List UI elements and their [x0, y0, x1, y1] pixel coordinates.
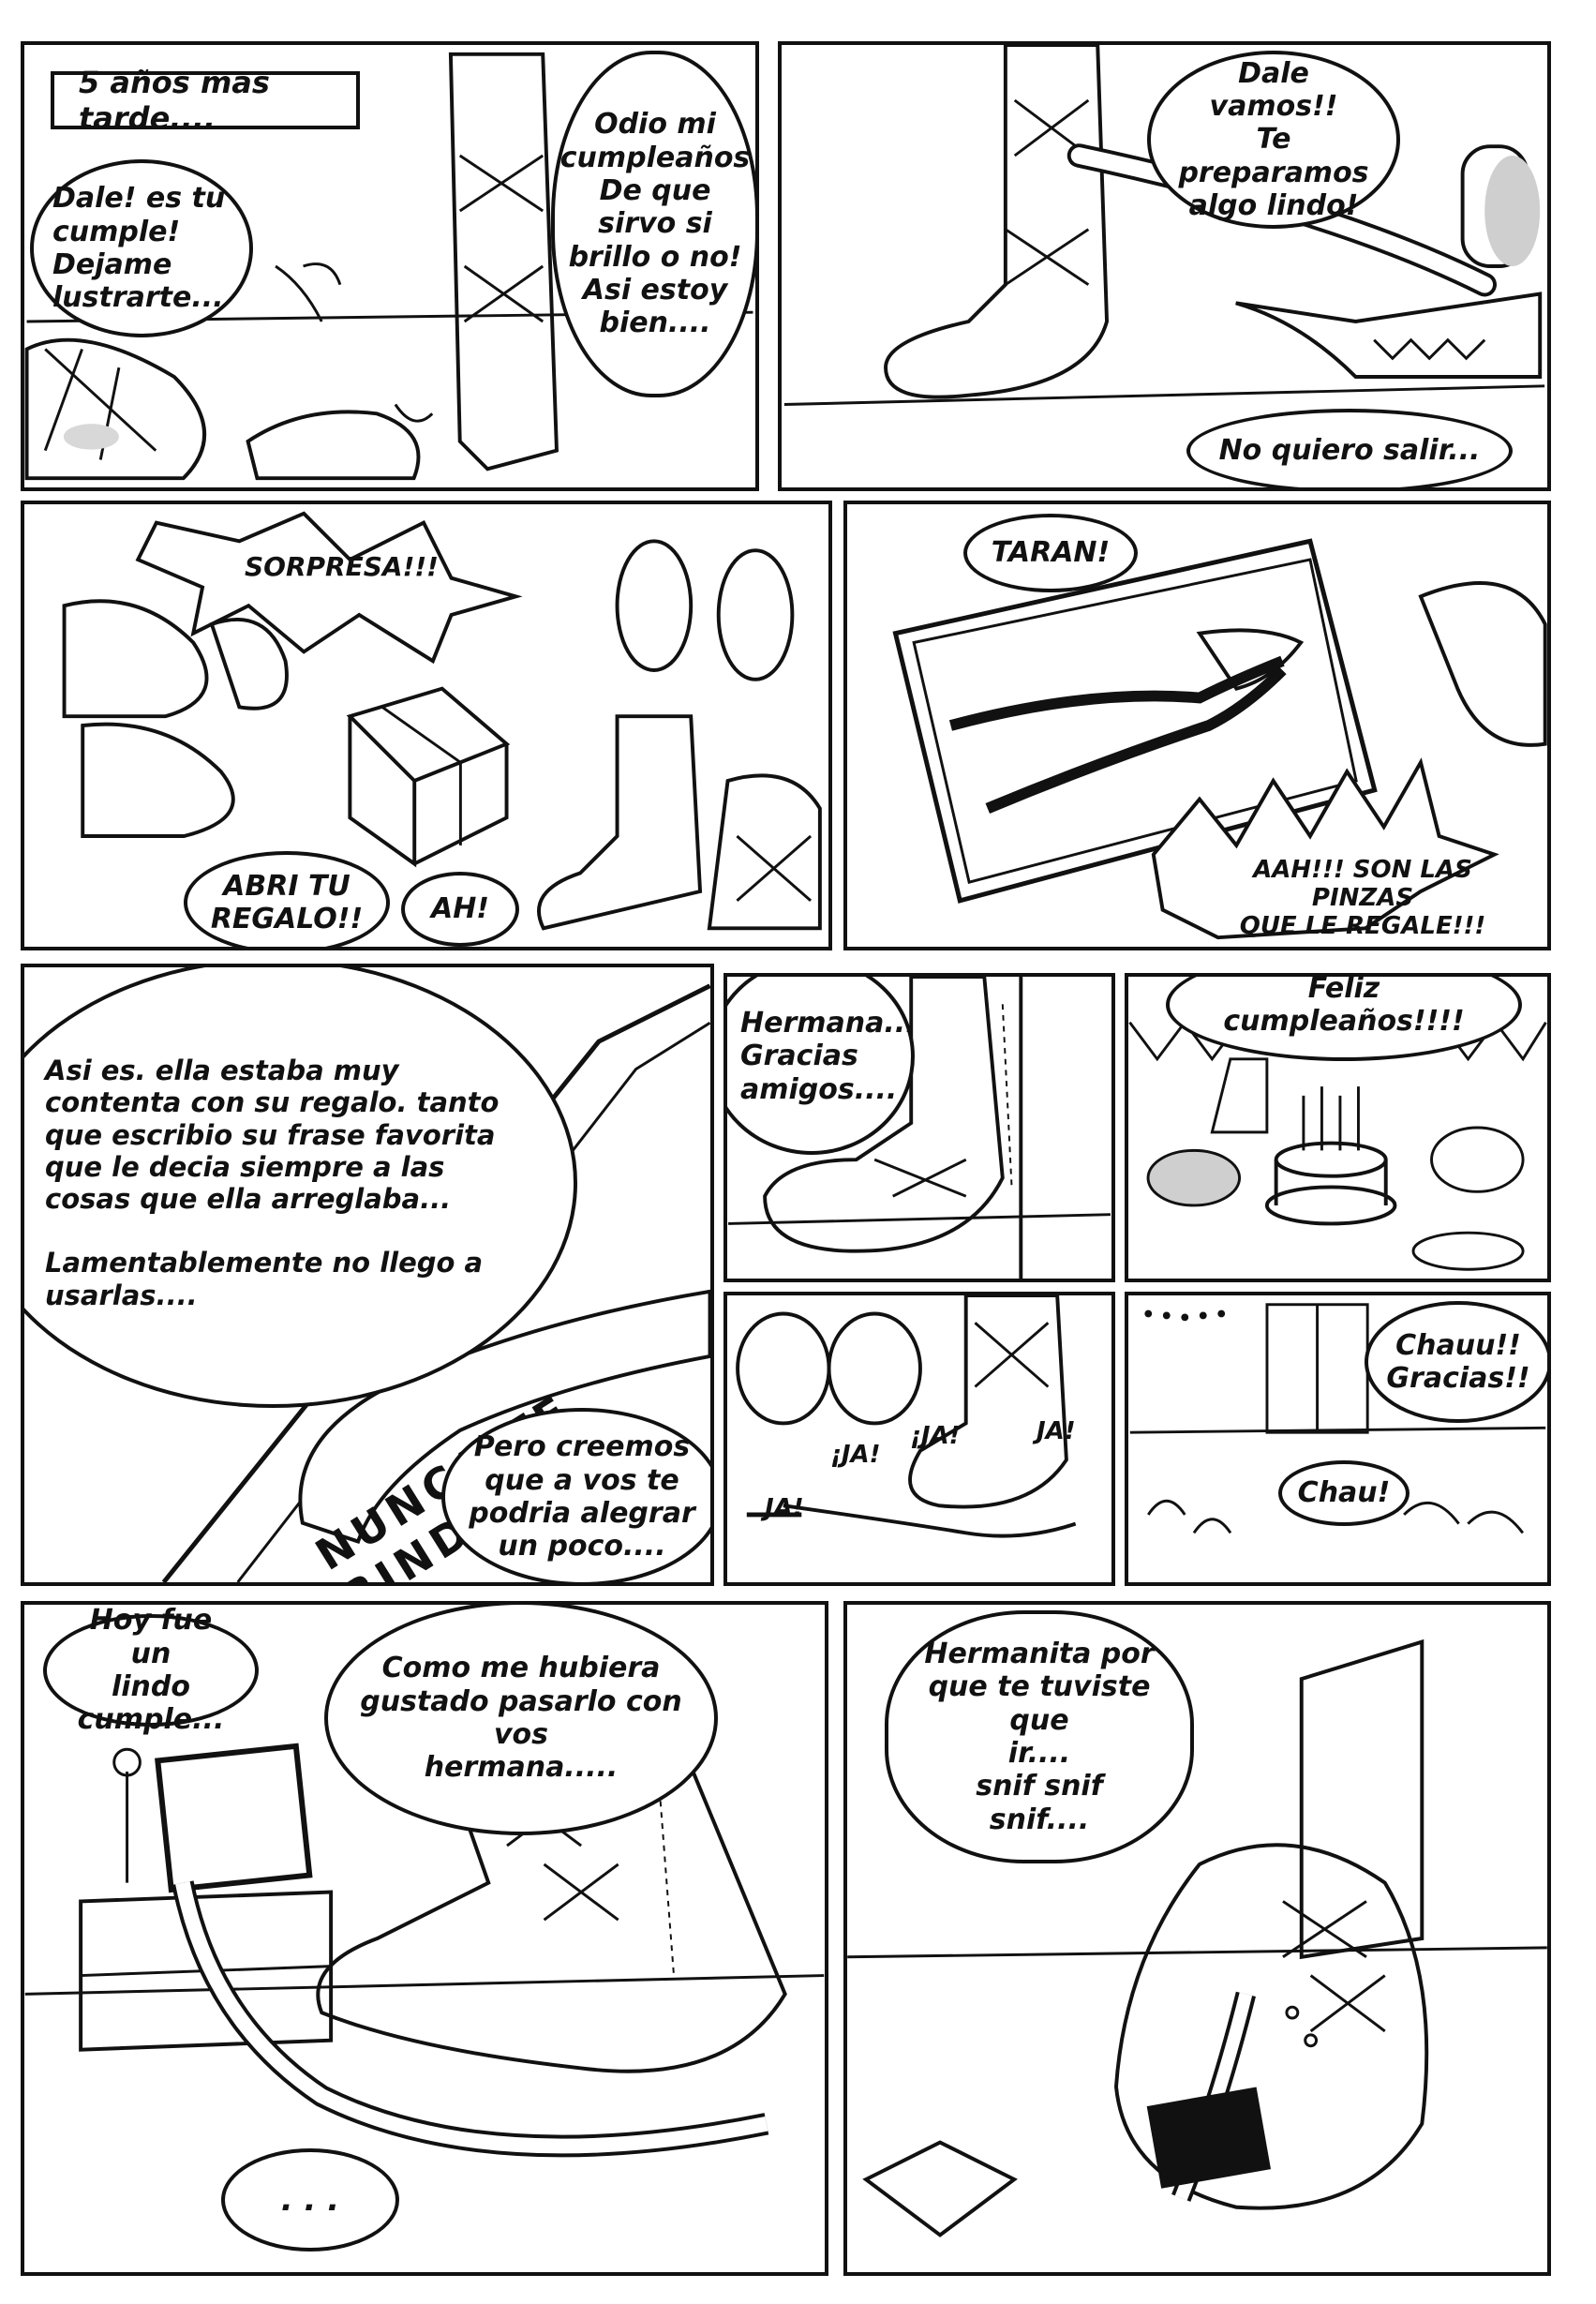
speech-bubble-ah: AH!: [401, 872, 519, 947]
panel-4-illustration: [892, 538, 1547, 940]
comic-panel-5: Asi es. ella estaba muy contenta con su …: [21, 964, 714, 1586]
speech-bubble-friend: Dale vamos!! Te preparamos algo lindo!: [1147, 51, 1400, 229]
speech-bubble-brush-shoe: Dale! es tu cumple! Dejame lustrarte...: [30, 159, 253, 337]
comic-panel-10: Hoy fue un lindo cumple... Como me hubie…: [21, 1601, 828, 2276]
laugh-sfx-4: JA!: [1037, 1417, 1076, 1445]
bubble-text: Feliz cumpleaños!!!!: [1223, 973, 1465, 1038]
narration-bubble: Asi es. ella estaba muy contenta con su …: [24, 967, 577, 1408]
panel-11-illustration: [847, 1638, 1547, 2237]
speech-bubble-hope: Pero creemos que a vos te podria alegrar…: [441, 1408, 710, 1582]
comic-panel-4: TARAN! AAH!!! SON LAS PINZAS QUE LE REGA…: [843, 501, 1551, 950]
caption-text: 5 años mas tarde....: [79, 65, 270, 136]
panel-8-illustration: [736, 1295, 1077, 1538]
bubble-text: AH!: [430, 892, 489, 926]
bubble-text: ABRI TU REGALO!!: [210, 869, 364, 935]
bubble-text: . . .: [280, 2180, 340, 2219]
comic-panel-3: SORPRESA!!! ABRI TU REGALO!! AH!: [21, 501, 832, 950]
laugh-sfx-1: ¡JA!: [830, 1441, 881, 1469]
speech-bubble-nice-birthday: Hoy fue un lindo cumple...: [43, 1605, 259, 1736]
narration-caption: 5 años mas tarde....: [51, 65, 360, 136]
bubble-text: Dale! es tu cumple! Dejame lustrarte...: [52, 182, 226, 315]
speech-bubble-open-gift: ABRI TU REGALO!!: [184, 851, 390, 947]
panel-9-illustration: [1129, 1303, 1546, 1534]
speech-bubble-thanks: Hermana... Gracias amigos....: [727, 977, 917, 1155]
panel-3-illustration: [62, 511, 822, 931]
speech-bubble-goodbye: Chauu!! Gracias!!: [1365, 1301, 1547, 1423]
comic-panel-2: Dale vamos!! Te preparamos algo lindo! N…: [778, 41, 1551, 491]
comic-panel-1: 5 años mas tarde.... Dale! es tu cumple!…: [21, 41, 759, 491]
comic-panel-6: Hermana... Gracias amigos....: [723, 973, 1115, 1282]
bubble-text: TARAN!: [991, 536, 1111, 570]
bubble-text: No quiero salir...: [1218, 434, 1481, 468]
bubble-text: Hoy fue un lindo cumple...: [77, 1604, 225, 1737]
speech-bubble-silence: . . .: [221, 2148, 399, 2252]
bubble-text: Pero creemos que a vos te podria alegrar…: [469, 1430, 695, 1563]
laugh-sfx-2: ¡JA!: [910, 1422, 961, 1450]
speech-bubble-boot: No quiero salir...: [1186, 409, 1513, 487]
bubble-text: Chau!: [1297, 1476, 1391, 1510]
speech-bubble-taran: TARAN!: [963, 514, 1138, 592]
bubble-text: Dale vamos!! Te preparamos algo lindo!: [1178, 56, 1369, 223]
pliers-shout: AAH!!! SON LAS PINZAS QUE LE REGALE!!!: [1239, 856, 1486, 940]
laugh-sfx-3: JA!: [765, 1494, 804, 1522]
bubble-text: Chauu!! Gracias!!: [1386, 1328, 1530, 1395]
bubble-text: Como me hubiera gustado pasarlo con vos …: [360, 1652, 682, 1785]
comic-panel-9: Chauu!! Gracias!! Chau!: [1125, 1292, 1551, 1586]
comic-panel-11: Hermanita por que te tuviste que ir.... …: [843, 1601, 1551, 2276]
comic-panel-7: Feliz cumpleaños!!!!: [1125, 973, 1551, 1282]
speech-bubble-boot: Odio mi cumpleaños De que sirvo si brill…: [551, 51, 755, 397]
surprise-shout: SORPRESA!!!: [245, 551, 439, 582]
speech-bubble-sister: Hermanita por que te tuviste que ir.... …: [885, 1610, 1194, 1863]
panel-6-illustration: [728, 977, 1111, 1279]
speech-bubble-wish: Como me hubiera gustado pasarlo con vos …: [324, 1605, 718, 1835]
comic-panel-8: ¡JA! ¡JA! JA! JA!: [723, 1292, 1115, 1586]
bubble-text: Asi es. ella estaba muy contenta con su …: [45, 1055, 500, 1311]
speech-bubble-chau: Chau!: [1278, 1460, 1410, 1526]
bubble-text: Hermanita por que te tuviste que ir.... …: [924, 1637, 1155, 1836]
bubble-text: Hermana... Gracias amigos....: [740, 1006, 917, 1106]
bubble-text: Odio mi cumpleaños De que sirvo si brill…: [559, 108, 751, 340]
